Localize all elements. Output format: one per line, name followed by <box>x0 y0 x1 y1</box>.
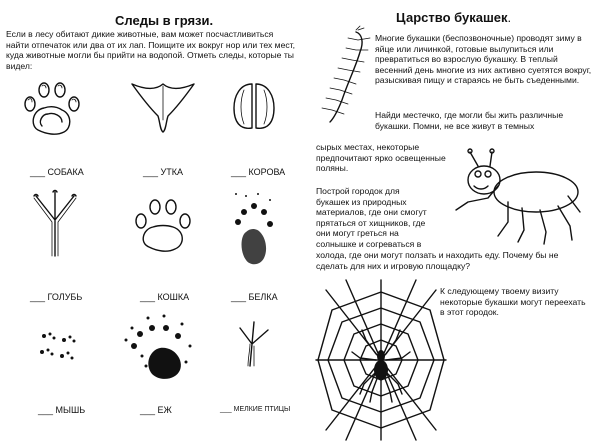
small-bird-foot-print-icon <box>239 321 269 367</box>
hedgehog-paw-print-icon <box>124 314 192 379</box>
track-label-cow: ___ КОРОВА <box>231 167 286 177</box>
track-label-pigeon: ___ ГОЛУБЬ <box>30 292 83 302</box>
insects-paragraph-2b: сырых местах, некоторые предпочитают ярк… <box>316 142 446 174</box>
insects-paragraph-3a: Построй городок для букашек из природных… <box>316 186 427 249</box>
insects-paragraph-2a: Найди местечко, где могли бы жить различ… <box>375 110 564 131</box>
duck-foot-print-icon <box>131 83 195 133</box>
track-label-squirrel: ___ БЕЛКА <box>231 292 278 302</box>
insects-paragraph-3b: холода, где они могут ползать и находить… <box>316 250 559 271</box>
insects-title-text: Царство букашек <box>396 10 508 25</box>
mouse-tracks-icon <box>40 332 76 360</box>
squirrel-paw-print-icon <box>235 193 273 265</box>
insects-paragraph-1: Многие букашки (беспозвоночные) проводят… <box>375 33 592 86</box>
cow-hoof-print-icon <box>233 83 275 129</box>
track-label-duck: ___ УТКА <box>143 167 183 177</box>
insects-paragraph-4: К следующему твоему визиту некоторые бук… <box>440 286 586 318</box>
tracks-title: Следы в грязи. <box>115 13 214 28</box>
dog-paw-print-icon <box>24 82 80 135</box>
track-label-cat: ___ КОШКА <box>140 292 190 302</box>
spider-illustration-icon <box>455 148 581 245</box>
insects-title: Царство букашек. <box>396 10 511 25</box>
track-label-mouse: ___ МЫШЬ <box>38 405 86 415</box>
insects-title-dot: . <box>507 10 512 25</box>
track-label-dog: ___ СОБАКА <box>30 167 84 177</box>
cat-paw-print-icon <box>135 199 191 252</box>
pigeon-foot-print-icon <box>33 189 77 257</box>
track-label-small-birds: ___ МЕЛКИЕ ПТИЦЫ <box>220 406 291 413</box>
centipede-illustration-icon <box>321 25 371 123</box>
tracks-intro: Если в лесу обитают дикие животные, вам … <box>6 29 296 71</box>
spider-web-illustration-icon <box>315 279 447 441</box>
track-label-hedgehog: ___ ЕЖ <box>140 405 172 415</box>
